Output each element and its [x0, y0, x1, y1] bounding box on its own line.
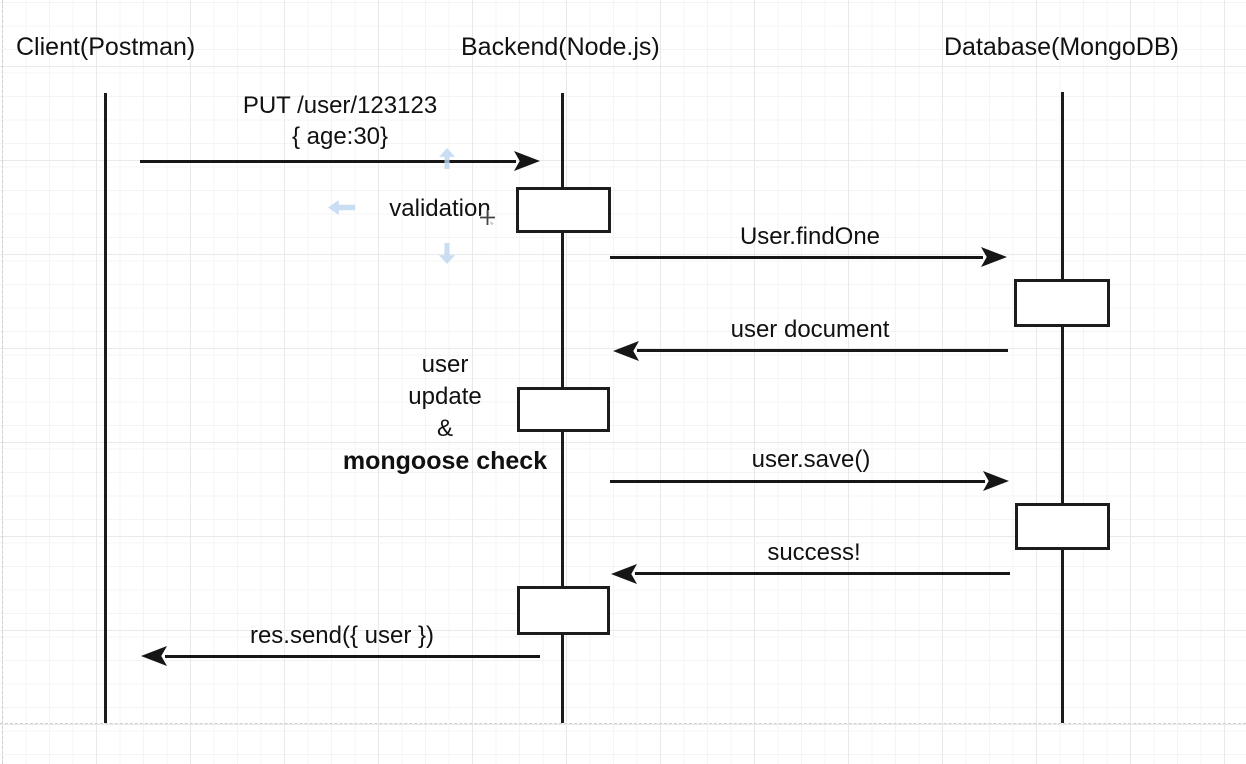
arrowhead-right-icon	[514, 151, 540, 171]
message-label-res-send[interactable]: res.send({ user })	[249, 622, 435, 649]
arrow-shaft	[610, 480, 985, 483]
arrow-shaft	[165, 655, 540, 658]
activation-backend-2[interactable]	[517, 387, 610, 432]
arrowhead-left-icon	[611, 564, 637, 584]
actor-label-database[interactable]: Database(MongoDB)	[944, 33, 1179, 61]
move-cursor-icon	[479, 209, 497, 227]
note-update-line4: mongoose check	[342, 447, 548, 475]
page-boundary-left	[2, 0, 3, 764]
hover-arrow-down-icon[interactable]	[439, 243, 455, 264]
note-update-line2: update	[408, 383, 482, 410]
arrow-shaft	[637, 349, 1008, 352]
note-validation[interactable]: validation	[389, 195, 491, 222]
message-label-put-user-line1: PUT /user/123123	[242, 92, 438, 119]
arrow-shaft	[140, 160, 516, 163]
activation-database-2[interactable]	[1015, 503, 1110, 550]
page-boundary-bottom	[0, 723, 1246, 724]
activation-backend-1[interactable]	[516, 187, 611, 233]
lifeline-client[interactable]	[104, 93, 107, 723]
arrowhead-left-icon	[613, 341, 639, 361]
message-label-user-save[interactable]: user.save()	[751, 446, 871, 473]
note-update-line1: user	[421, 351, 469, 378]
note-update[interactable]: user update & mongoose check	[295, 349, 595, 477]
arrowhead-right-icon	[981, 247, 1007, 267]
message-label-success[interactable]: success!	[767, 539, 861, 566]
actor-label-client[interactable]: Client(Postman)	[16, 33, 196, 61]
arrowhead-left-icon	[141, 646, 167, 666]
message-label-put-user-line2: { age:30}	[291, 123, 389, 150]
message-label-user-document[interactable]: user document	[730, 316, 890, 343]
arrow-shaft	[610, 256, 983, 259]
message-label-find-one[interactable]: User.findOne	[739, 223, 881, 250]
activation-backend-3[interactable]	[517, 586, 610, 635]
message-label-put-user[interactable]: PUT /user/123123 { age:30}	[190, 90, 490, 152]
lifeline-database[interactable]	[1061, 92, 1064, 723]
activation-database-1[interactable]	[1014, 279, 1110, 327]
arrow-shaft	[635, 572, 1010, 575]
actor-label-backend[interactable]: Backend(Node.js)	[461, 33, 660, 61]
arrowhead-right-icon	[983, 471, 1009, 491]
note-update-line3: &	[436, 415, 453, 442]
